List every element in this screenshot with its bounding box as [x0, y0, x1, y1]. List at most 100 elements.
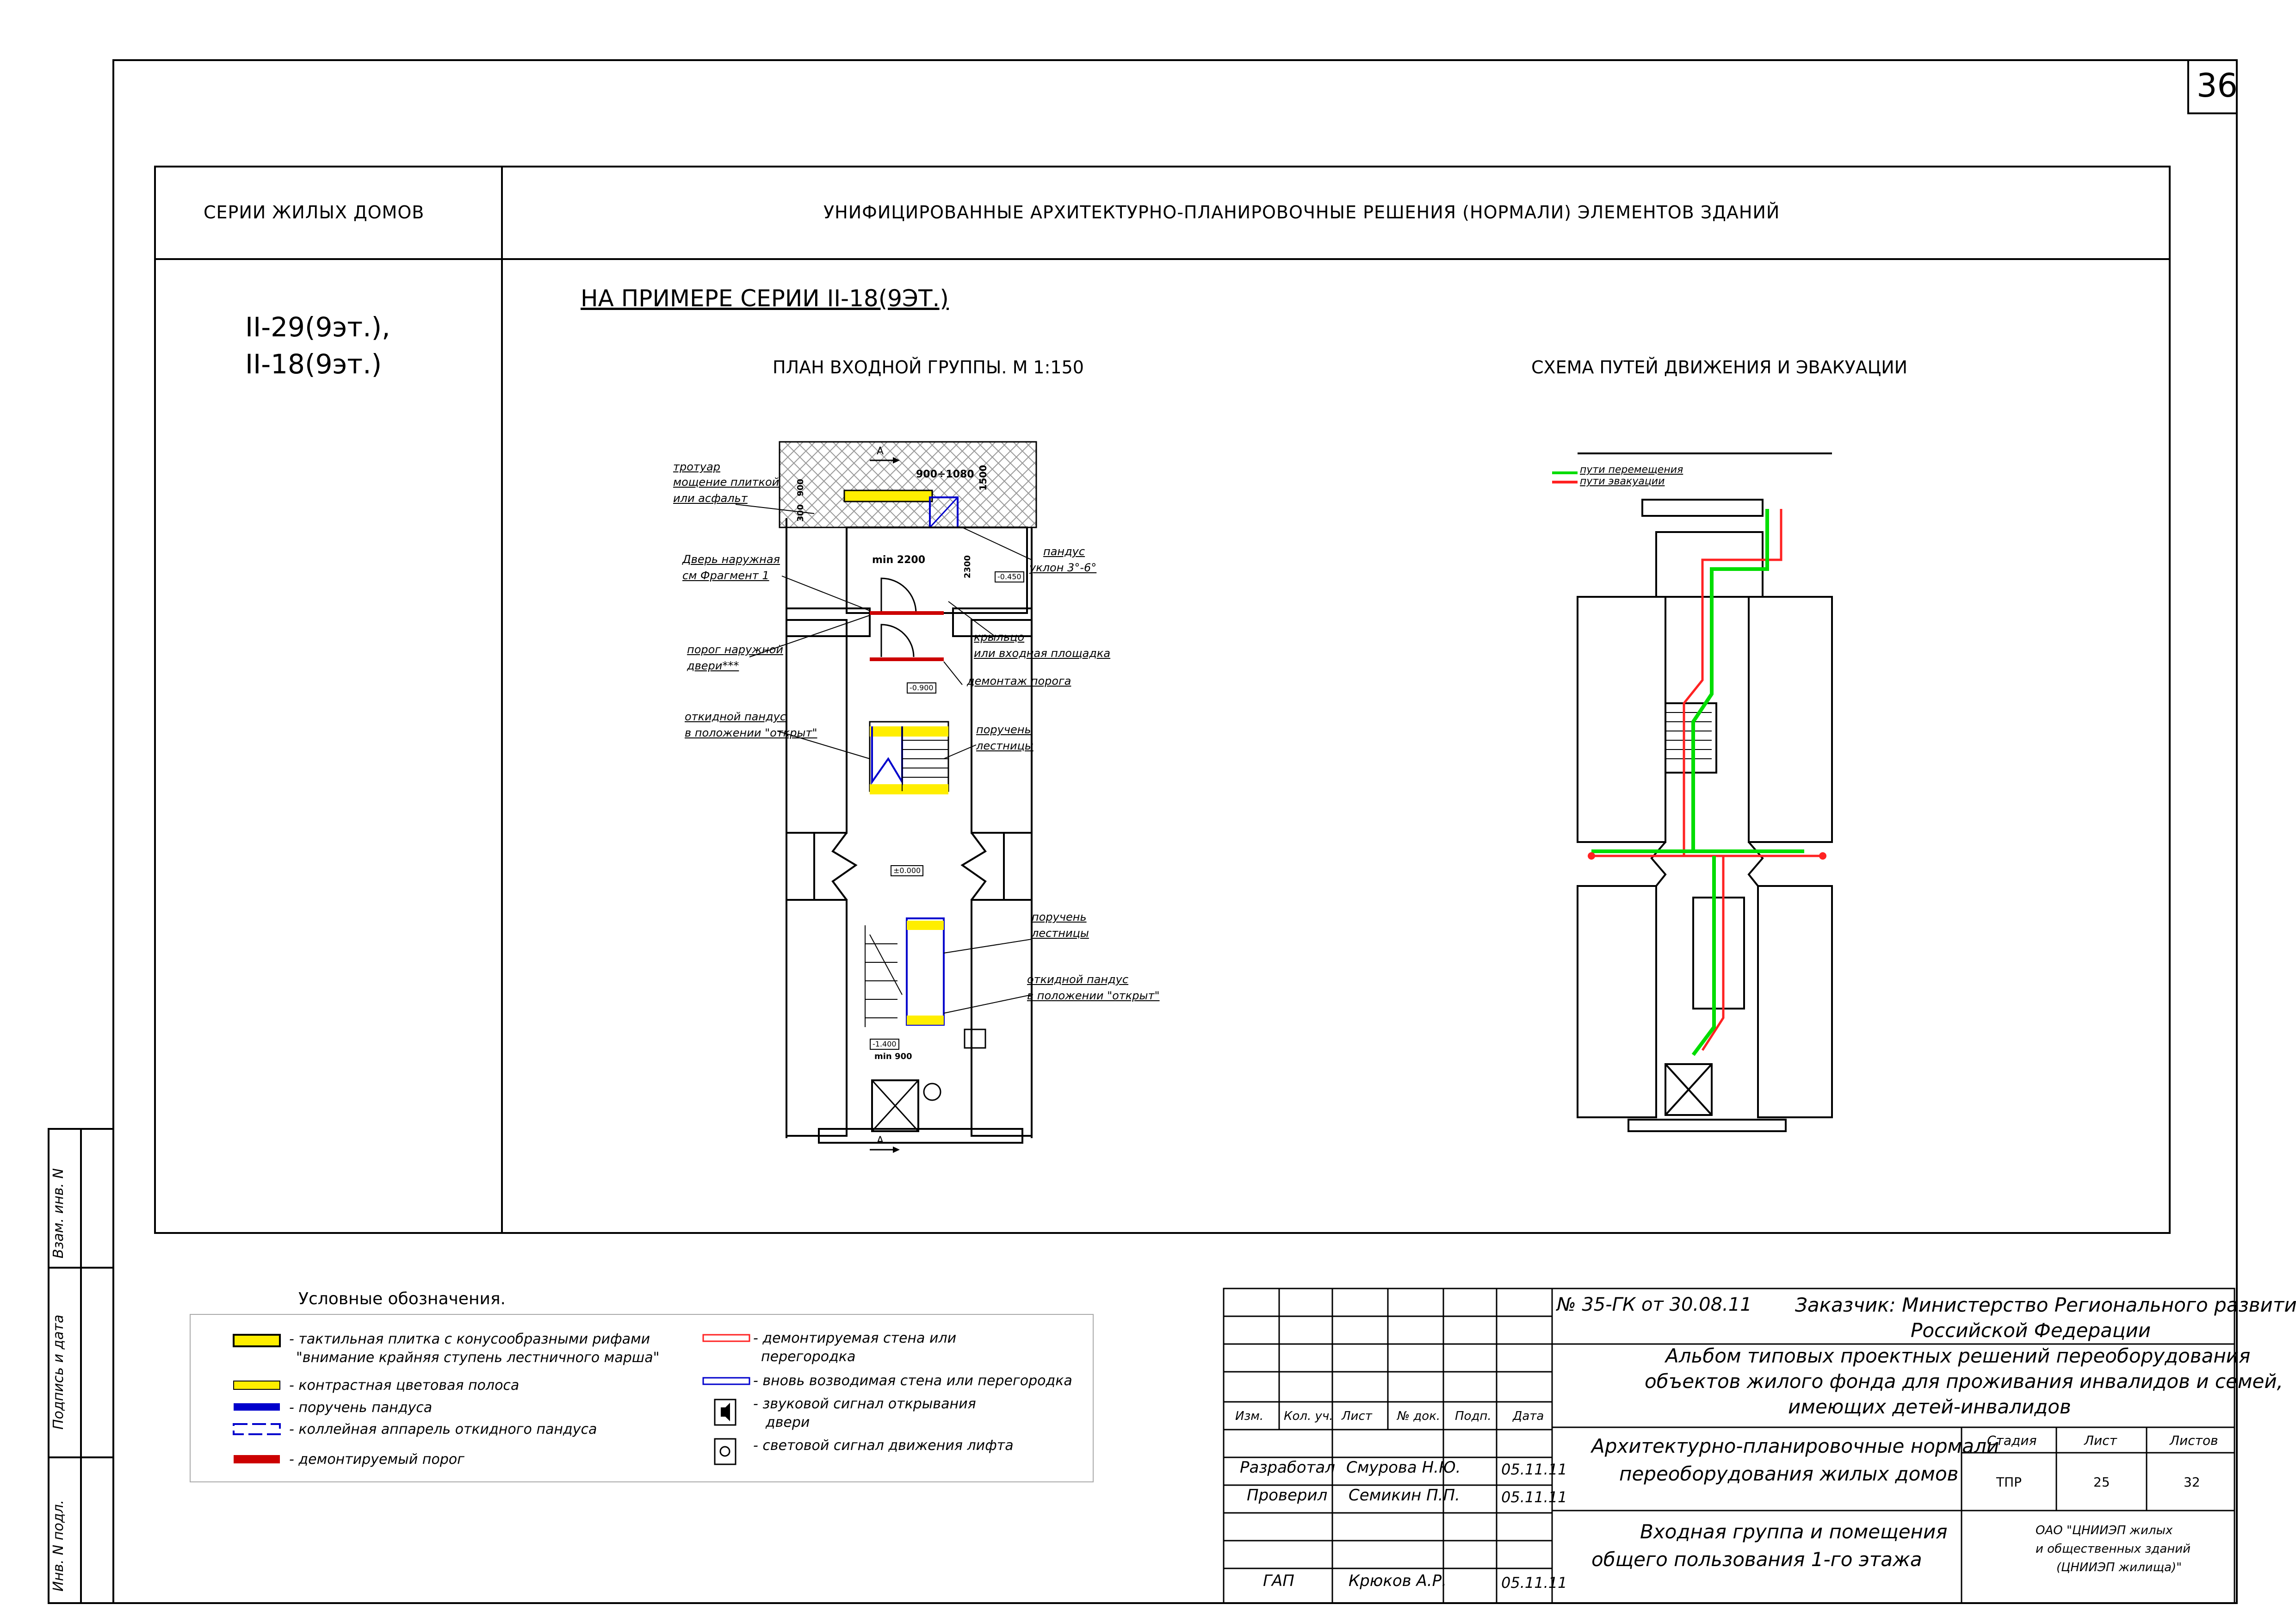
label-porch-2: или входная площадка	[974, 647, 1111, 660]
side-stamp-replace: Взам. инв. N	[50, 1168, 67, 1258]
contrast-strip-1	[870, 726, 948, 737]
evacuation-path	[1591, 509, 1823, 1051]
header-left: СЕРИИ ЖИЛЫХ ДОМОВ	[204, 202, 425, 223]
sheet-number: 36	[2197, 67, 2238, 105]
label-sidewalk-2: мощение плиткой	[673, 476, 780, 489]
label-fold-ramp-2: в положении "открыт"	[685, 726, 817, 739]
album-line-3: имеющих детей-инвалидов	[1788, 1395, 2071, 1418]
elevator	[871, 1079, 919, 1132]
sheet-title-2: общего пользования 1-го этажа	[1591, 1548, 1922, 1571]
scheme-caption: СХЕМА ПУТЕЙ ДВИЖЕНИЯ И ЭВАКУАЦИИ	[1531, 357, 1908, 378]
col-header-list: Лист	[1342, 1409, 1372, 1423]
dim-900: 900	[796, 479, 805, 496]
col-header-izm: Изм.	[1235, 1409, 1264, 1423]
series-line-2: II-18(9эт.)	[245, 348, 382, 380]
legend-item-1: - тактильная плитка с конусообразными ри…	[289, 1331, 650, 1347]
legend-item-5: - демонтируемый порог	[289, 1451, 464, 1468]
stage-label: Стадия	[1987, 1433, 2037, 1448]
scheme-legend-move-label: пути перемещения	[1580, 464, 1683, 476]
title-block-grid	[1223, 1288, 2235, 1604]
doc-title-1: Архитектурно-планировочные нормали	[1591, 1435, 1999, 1457]
level-mark-3: ±0.000	[891, 865, 924, 876]
col-header-date: Дата	[1513, 1409, 1544, 1423]
section-mark-bottom: А	[877, 1135, 884, 1146]
demount-wall-icon	[702, 1334, 750, 1342]
name-checked: Семикин П.П.	[1349, 1486, 1460, 1505]
movement-path	[1591, 509, 1804, 1056]
name-developed: Смурова Н.Ю.	[1346, 1458, 1461, 1477]
role-developed: Разработал	[1240, 1458, 1335, 1477]
label-fold-ramp-1: откидной пандус	[685, 710, 786, 723]
label-fold-ramp-b1: откидной пандус	[1027, 973, 1129, 986]
legend-item-4: - коллейная аппарель откидного пандуса	[289, 1421, 597, 1437]
name-gap: Крюков А.Р.	[1349, 1572, 1447, 1590]
legend-item-2: - контрастная цветовая полоса	[289, 1377, 520, 1394]
contrast-strip-4	[907, 1016, 944, 1025]
label-sidewalk-3: или асфальт	[673, 492, 748, 505]
sheet-title-1: Входная группа и помещения	[1640, 1520, 1948, 1543]
list-label: Лист	[2084, 1433, 2117, 1448]
album-line-2: объектов жилого фонда для проживания инв…	[1645, 1370, 2284, 1393]
col-header-doc: № док.	[1397, 1409, 1441, 1423]
legend-item-3: - поручень пандуса	[289, 1400, 433, 1416]
label-porch-1: крыльцо	[974, 631, 1025, 644]
dim-2300: 2300	[963, 555, 972, 579]
legend-item-6: - демонтируемая стена или	[753, 1330, 957, 1346]
org-line-3: (ЦНИИЭП жилища)"	[2056, 1561, 2182, 1574]
legend-item-9: - световой сигнал движения лифта	[753, 1437, 1014, 1454]
porch	[846, 527, 1028, 614]
entrance-plan-drawing	[735, 441, 1037, 1153]
level-mark-1: -0.450	[995, 571, 1024, 582]
dim-1500: 1500	[978, 465, 989, 491]
col-header-kol: Кол. уч.	[1284, 1409, 1333, 1423]
label-threshold-2: двери***	[687, 659, 739, 672]
sound-signal-icon	[714, 1399, 736, 1426]
scheme-legend-evac-label: пути эвакуации	[1580, 476, 1665, 487]
side-stamp-signature: Подпись и дата	[50, 1314, 67, 1430]
header-right: УНИФИЦИРОВАННЫЕ АРХИТЕКТУРНО-ПЛАНИРОВОЧН…	[823, 202, 1780, 223]
legend-item-6b: перегородка	[761, 1349, 856, 1365]
col-header-sign: Подп.	[1455, 1409, 1491, 1423]
legend-item-8b: двери	[766, 1414, 810, 1431]
plan-caption: ПЛАН ВХОДНОЙ ГРУППЫ. М 1:150	[773, 357, 1084, 378]
album-line-1: Альбом типовых проектных решений переобо…	[1665, 1344, 2251, 1367]
dim-300: 300	[796, 504, 805, 522]
label-rail-2: лестницы	[976, 739, 1034, 752]
light-signal-icon	[714, 1438, 736, 1465]
dim-min: min 2200	[872, 554, 926, 566]
stage-value: ТПР	[1996, 1474, 2022, 1490]
ramp-handrail-icon	[234, 1403, 280, 1411]
date-checked: 05.11.11	[1501, 1488, 1567, 1506]
label-ramp-1: пандус	[1043, 545, 1085, 558]
date-developed: 05.11.11	[1501, 1461, 1567, 1478]
legend-item-1b: "внимание крайняя ступень лестничного ма…	[296, 1350, 660, 1366]
label-door-2: см Фрагмент 1	[682, 569, 769, 582]
level-mark-2: -0.900	[907, 682, 936, 694]
evacuation-scheme-drawing	[1552, 452, 1833, 1132]
role-checked: Проверил	[1247, 1486, 1328, 1505]
legend-box	[190, 1314, 1094, 1482]
dim-min-small: min 900	[874, 1052, 912, 1061]
lists-label: Листов	[2170, 1433, 2218, 1448]
org-line-2: и общественных зданий	[2036, 1542, 2191, 1556]
tactile-strip	[843, 489, 933, 502]
legend-item-7: - вновь возводимая стена или перегородка	[753, 1373, 1072, 1389]
label-demount: демонтаж порога	[967, 675, 1071, 688]
legend-title: Условные обозначения.	[298, 1289, 506, 1308]
demount-threshold-icon	[234, 1455, 280, 1463]
customer-line-1: Заказчик: Министерство Регионального раз…	[1795, 1294, 2296, 1316]
legend-item-8: - звуковой сигнал открывания	[753, 1396, 976, 1412]
label-sidewalk-1: тротуар	[673, 460, 721, 473]
list-value: 25	[2093, 1474, 2110, 1490]
label-rail-b1: поручень	[1032, 911, 1087, 923]
contract-number: № 35-ГК от 30.08.11	[1557, 1294, 1752, 1315]
contrast-strip-2	[870, 784, 948, 794]
series-line-1: II-29(9эт.),	[245, 311, 390, 343]
label-rail-b2: лестницы	[1032, 927, 1089, 940]
label-rail-1: поручень	[976, 723, 1031, 736]
new-wall-icon	[702, 1377, 750, 1385]
label-fold-ramp-b2: в положении "открыт"	[1027, 989, 1160, 1002]
contrast-strip-icon	[233, 1381, 280, 1390]
legend-icons	[233, 1334, 750, 1465]
